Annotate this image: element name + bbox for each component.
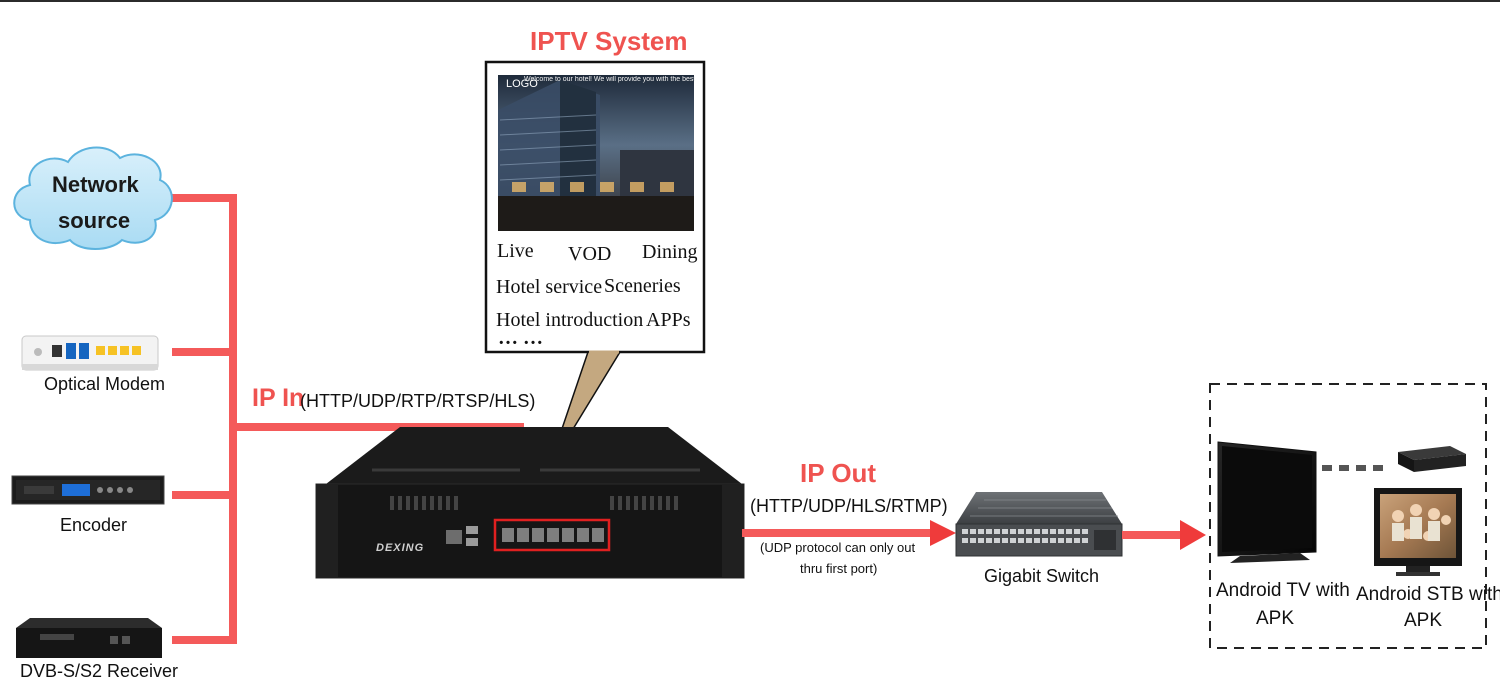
- optical-modem-icon: [21, 335, 159, 371]
- receiver-label: DVB-S/S2 Receiver: [20, 661, 179, 681]
- gigabit-switch-icon: [955, 492, 1123, 557]
- android-tv-icon: [1217, 441, 1317, 563]
- ip-out-label: IP Out: [800, 458, 877, 488]
- encoder-icon: [11, 475, 165, 505]
- set-top-box-icon: [1398, 446, 1466, 472]
- ip-in-protocols: (HTTP/UDP/RTP/RTSP/HLS): [300, 391, 536, 411]
- menu-item-hotel-introduction: Hotel introduction: [496, 309, 644, 331]
- optical-modem-label: Optical Modem: [44, 374, 166, 394]
- device-brand-logo: DEXING: [376, 542, 425, 554]
- ip-in-label: IP In: [252, 384, 305, 412]
- menu-item-hotel-service: Hotel service: [496, 276, 603, 298]
- encoder-label: Encoder: [60, 515, 128, 535]
- iptv-logo-text: LOGO: [506, 78, 538, 90]
- android-stb-label-line2: APK: [1404, 610, 1443, 631]
- menu-item-live: Live: [497, 240, 534, 262]
- menu-item-dining: Dining: [642, 241, 698, 263]
- client-arrow: [1122, 520, 1206, 550]
- top-edge: [0, 0, 1500, 2]
- iptv-system-title: IPTV System: [530, 26, 688, 56]
- ip-out-protocols: (HTTP/UDP/HLS/RTMP): [750, 496, 948, 516]
- ip-out-note-line1: (UDP protocol can only out: [760, 540, 916, 555]
- gigabit-switch-label: Gigabit Switch: [984, 566, 1100, 586]
- menu-item-sceneries: Sceneries: [604, 275, 681, 297]
- stb-monitor-icon: [1374, 488, 1462, 576]
- clients-group-box: [1209, 383, 1487, 649]
- hotel-photo: [498, 75, 694, 231]
- menu-item-vod: VOD: [568, 243, 612, 265]
- android-tv-label-line1: Android TV with: [1216, 580, 1350, 601]
- ip-out-arrow: [742, 520, 956, 546]
- android-stb-label-line1: Android STB with: [1356, 584, 1500, 605]
- android-tv-label-line2: APK: [1256, 608, 1295, 629]
- iptv-server-device: [315, 427, 745, 579]
- receiver-icon: [16, 618, 162, 658]
- iptv-welcome-banner: Welcome to our hotel! We will provide yo…: [524, 76, 696, 83]
- menu-item-apps: APPs: [646, 309, 691, 331]
- cloud-icon: [13, 146, 173, 250]
- ip-out-note-line2: thru first port): [800, 561, 878, 576]
- menu-more-ellipsis: … …: [498, 327, 543, 349]
- cloud-label-line1: Network: [52, 172, 139, 197]
- cloud-label-line2: source: [58, 208, 131, 233]
